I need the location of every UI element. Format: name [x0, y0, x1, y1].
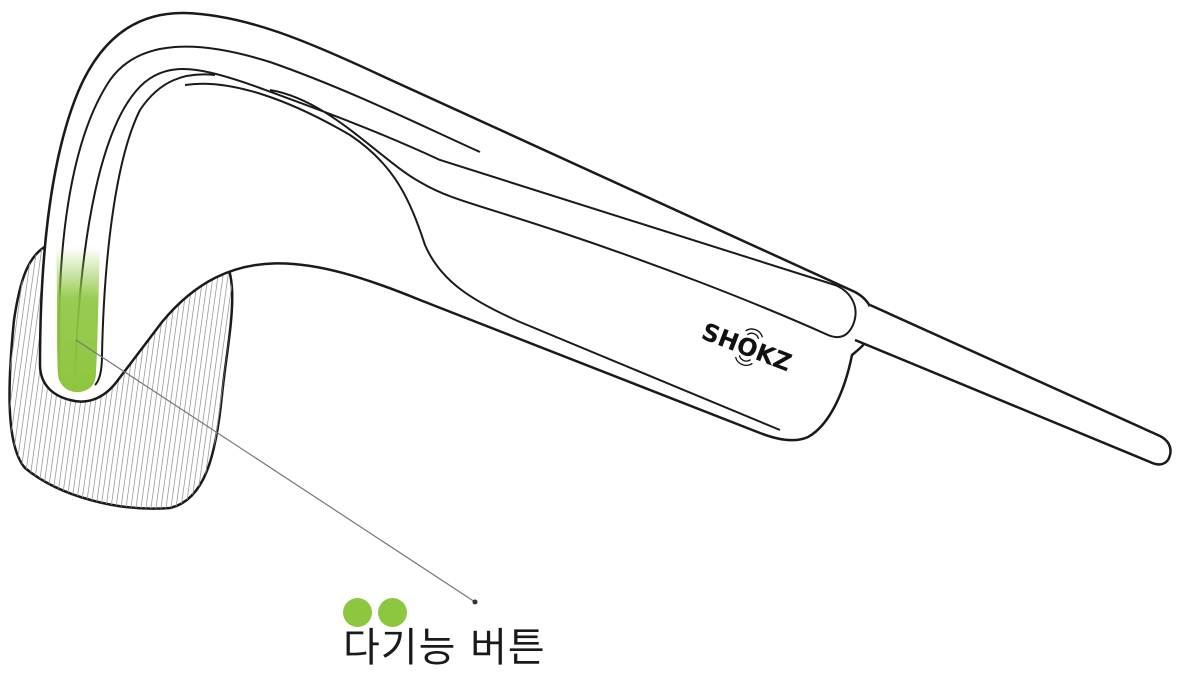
hook-inner-loop: [94, 73, 216, 386]
multi-function-button-label: 다기능 버튼: [343, 625, 546, 671]
pad-hatch-line: [199, 230, 233, 509]
pad-hatch-line: [9, 230, 41, 509]
led-indicator-dots: [343, 598, 407, 627]
sound-wave-icon: [734, 328, 764, 366]
pad-hatch-line: [9, 230, 36, 509]
ear-hook-outer: [38, 11, 875, 442]
ear-hook-inner-back: [58, 45, 481, 381]
ear-hook-inner: [74, 68, 857, 376]
indicator-dot-1: [343, 598, 372, 627]
neckband: [854, 303, 1172, 466]
callout-leader: [75, 339, 478, 605]
indicator-dot-2: [378, 598, 407, 627]
hook-body-contour: [184, 82, 781, 431]
multi-function-button[interactable]: [56, 248, 100, 393]
